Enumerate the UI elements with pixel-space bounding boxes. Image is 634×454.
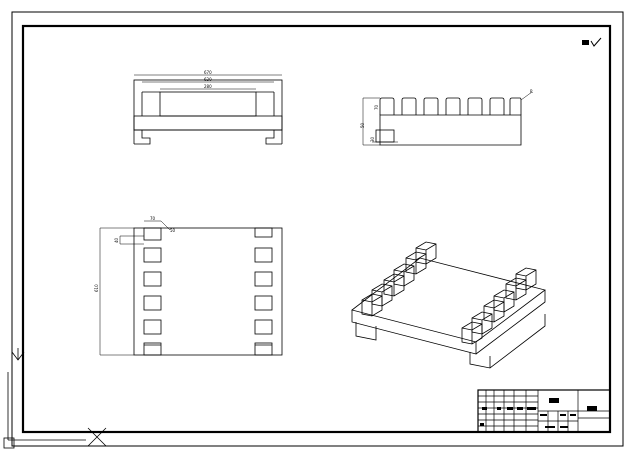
front-view [133, 74, 283, 145]
crosshair-icon[interactable] [87, 427, 107, 447]
top-dim-40: 40 [114, 237, 119, 243]
side-dim-30: 30 [370, 136, 375, 142]
drawing-frame [21, 24, 612, 434]
side-dim-50: 50 [360, 122, 365, 128]
sheet-outer-border [11, 11, 624, 447]
front-dim-670: 670 [204, 70, 212, 75]
top-dim-50: 50 [170, 228, 176, 233]
top-dim-610: 610 [94, 284, 99, 292]
side-dim-R: R [530, 89, 533, 94]
isometric-view [351, 241, 546, 369]
title-block-fills [480, 398, 597, 428]
front-dim-280: 280 [204, 84, 212, 89]
top-view [99, 220, 283, 356]
side-view [362, 91, 533, 146]
ucs-icon [3, 348, 86, 449]
view-cube-icon[interactable] [582, 37, 602, 47]
top-dim-70: 70 [150, 216, 156, 221]
side-dim-70: 70 [374, 104, 379, 110]
front-dim-620: 620 [204, 77, 212, 82]
